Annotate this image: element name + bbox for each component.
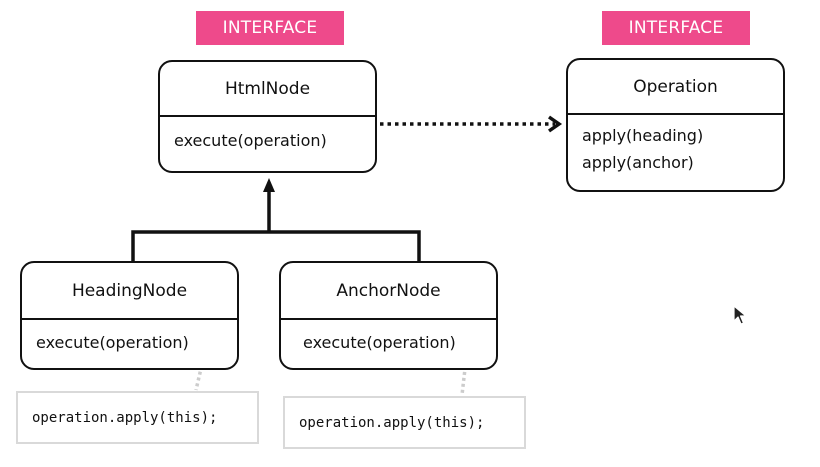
html-node-method: execute(operation) [174, 131, 327, 150]
heading-code-note: operation.apply(this); [16, 391, 259, 444]
anchor-node-class[interactable]: AnchorNode execute(operation) [279, 261, 498, 370]
html-node-class[interactable]: HtmlNode execute(operation) [158, 60, 377, 173]
inheritance-tree-line [131, 230, 421, 262]
anchor-node-methods: execute(operation) [281, 320, 496, 366]
heading-node-methods: execute(operation) [22, 320, 237, 366]
interface-badge-htmlnode: INTERFACE [196, 11, 344, 45]
heading-note-connector [194, 359, 205, 391]
operation-method: apply(anchor) [582, 153, 694, 172]
inheritance-arrow-head [263, 178, 275, 192]
anchor-node-method: execute(operation) [303, 333, 456, 352]
heading-node-method: execute(operation) [36, 333, 189, 352]
heading-node-class[interactable]: HeadingNode execute(operation) [20, 261, 239, 370]
dependency-arrow-head [547, 115, 563, 133]
mouse-pointer-icon [733, 305, 747, 325]
operation-title: Operation [568, 60, 783, 115]
anchor-node-title: AnchorNode [281, 263, 496, 320]
operation-method: apply(heading) [582, 126, 704, 145]
heading-node-title: HeadingNode [22, 263, 237, 320]
interface-badge-operation: INTERFACE [602, 11, 750, 45]
anchor-code-note: operation.apply(this); [283, 396, 526, 449]
operation-class[interactable]: Operation apply(heading) apply(anchor) [566, 58, 785, 192]
html-node-methods: execute(operation) [160, 117, 375, 164]
operation-methods: apply(heading) apply(anchor) [568, 115, 783, 186]
html-node-title: HtmlNode [160, 62, 375, 117]
